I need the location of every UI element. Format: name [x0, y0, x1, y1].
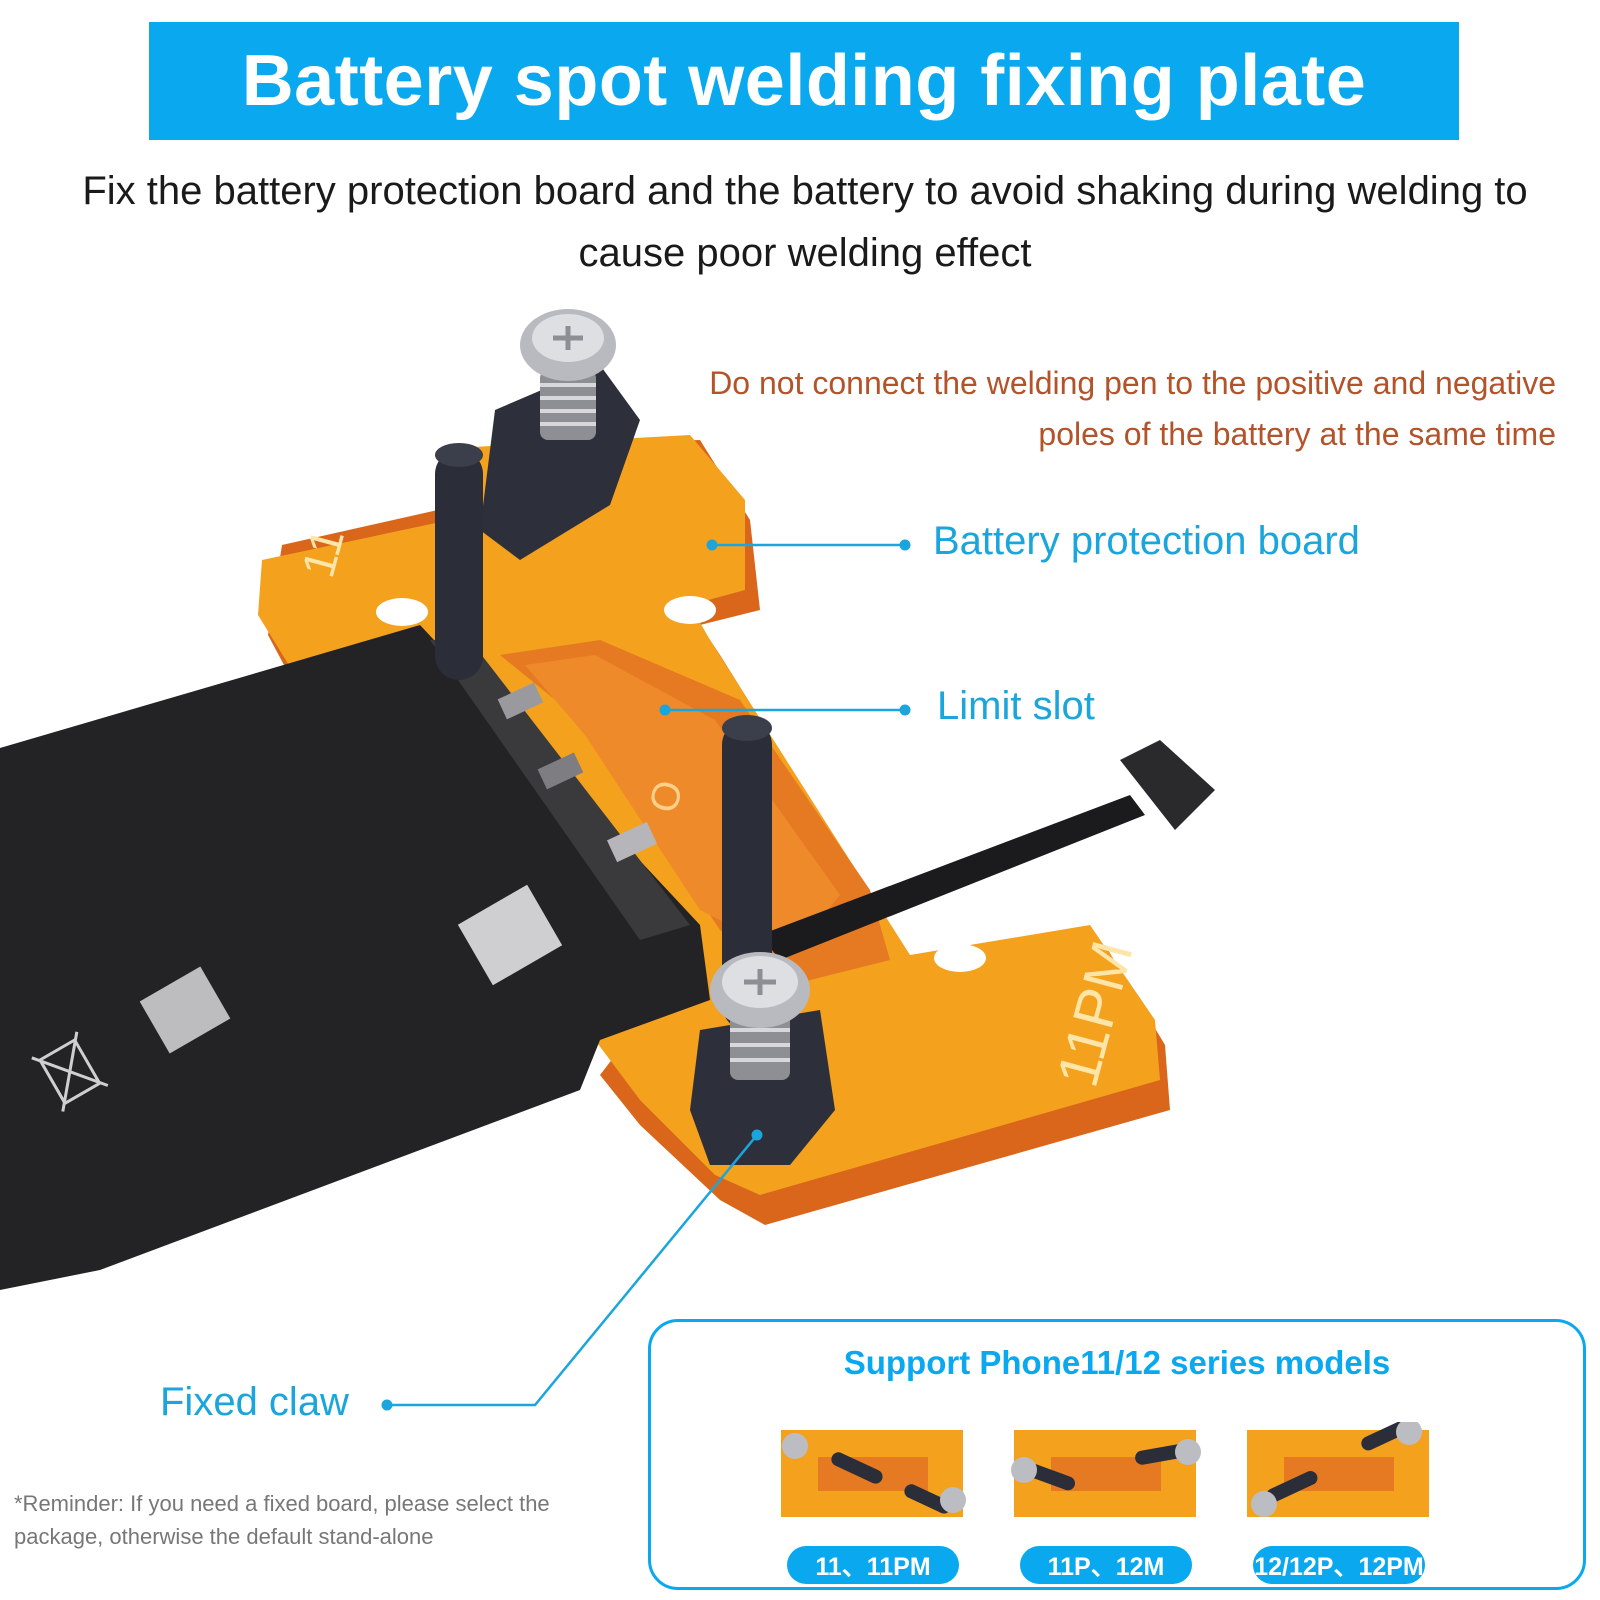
clamp-post: [435, 450, 483, 680]
clamp-arm-icon: [690, 1010, 835, 1165]
callout-limit-slot: Limit slot: [937, 684, 1095, 728]
screw-icon: [1251, 1491, 1277, 1517]
leader-dot: [751, 1129, 763, 1141]
plate-notch-bottom: [934, 944, 986, 972]
screw-icon: [1396, 1419, 1422, 1445]
callout-fixed-claw: Fixed claw: [160, 1380, 349, 1424]
top-clamp: [435, 309, 640, 680]
flex-cable: [760, 740, 1215, 960]
supported-models-box: Support Phone11/12 series models 11、11PM…: [648, 1319, 1586, 1590]
clamp-arm-icon: [480, 365, 640, 560]
model-card: 11P、12M: [1006, 1422, 1206, 1584]
leader-dot: [899, 539, 911, 551]
page-title: Battery spot welding fixing plate: [241, 41, 1367, 121]
screw-icon: [1011, 1457, 1037, 1483]
model-pill: 12/12P、12PM: [1253, 1546, 1425, 1584]
mini-plate-illustration: [781, 1430, 966, 1517]
battery-body: [0, 625, 710, 1290]
model-card: 12/12P、12PM: [1239, 1419, 1439, 1584]
flex-cable-strip: [760, 795, 1145, 960]
leader-dot: [659, 704, 671, 716]
qr-code-icon-2: [139, 966, 231, 1054]
screw-icon: [782, 1433, 808, 1459]
mini-plate-illustration: [1011, 1430, 1201, 1517]
callout-battery-protection-board: Battery protection board: [933, 519, 1360, 563]
screw-icon: [710, 952, 810, 1080]
model-pill: 11P、12M: [1020, 1546, 1192, 1584]
model-card: 11、11PM: [773, 1422, 973, 1584]
qr-code-icon: [457, 884, 563, 986]
screw-icon: [940, 1487, 966, 1513]
warning-text: Do not connect the welding pen to the po…: [709, 365, 1556, 452]
board-component: [497, 682, 544, 720]
board-component: [537, 752, 584, 790]
board-component: [606, 821, 658, 863]
flex-cable-connector: [1120, 740, 1215, 830]
callout-leaders: [381, 539, 911, 1411]
clamp-post-top: [435, 443, 483, 467]
subtitle: Fix the battery protection board and the…: [82, 169, 1528, 275]
leader-dot: [899, 704, 911, 716]
screw-icon: [1175, 1439, 1201, 1465]
title-banner: Battery spot welding fixing plate: [149, 22, 1459, 140]
supported-models-title: Support Phone11/12 series models: [843, 1344, 1391, 1381]
fixing-plate: [258, 435, 1170, 1225]
leader-fixed-claw: [387, 1134, 758, 1407]
screw-icon: [520, 309, 616, 440]
leader-dot: [381, 1399, 393, 1411]
leader-dot: [706, 539, 718, 551]
model-pill: 11、11PM: [787, 1546, 959, 1584]
clamp-post-top: [722, 715, 772, 741]
plate-notch-left: [376, 598, 428, 626]
plate-notch-right: [664, 596, 716, 624]
recycle-bin-symbol-icon: [31, 1031, 109, 1112]
product-illustration: 11 11PM O: [0, 309, 1215, 1411]
reminder-note: *Reminder: If you need a fixed board, pl…: [14, 1491, 550, 1549]
bottom-clamp: [690, 715, 835, 1165]
battery: [0, 625, 710, 1290]
mini-plate-illustration: [1247, 1419, 1429, 1517]
battery-edge-highlight: [430, 640, 690, 940]
